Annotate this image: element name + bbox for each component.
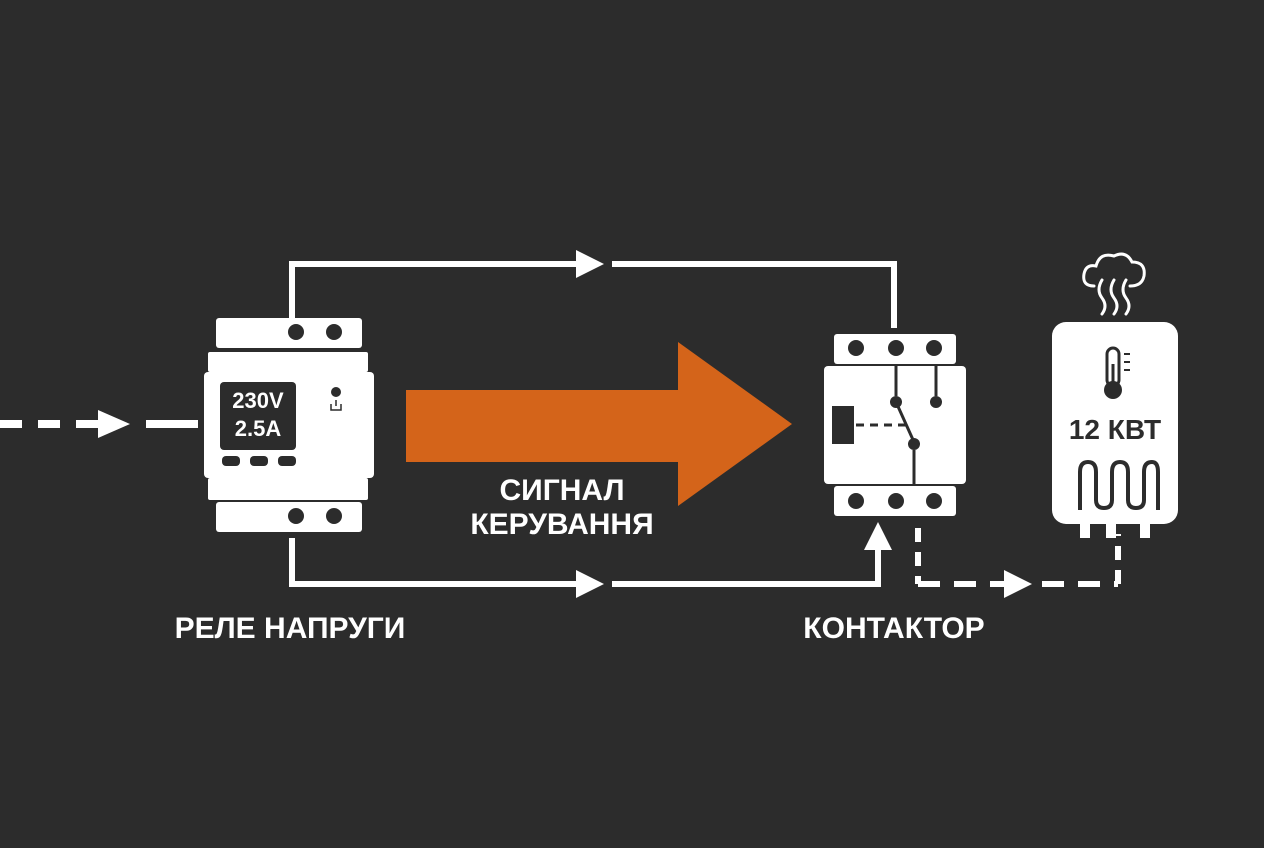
signal-arrow [406,342,792,506]
output-arrowhead [1004,570,1032,598]
contactor-device [824,334,966,516]
bottom-arrowhead [576,570,604,598]
signal-label-line1: СИГНАЛ [499,474,625,507]
bottom-connection [289,522,892,598]
boiler [1052,322,1178,538]
top-connection [289,250,897,328]
relay-display [220,382,296,450]
thermometer-icon [1104,346,1130,399]
signal-label-line2: КЕРУВАННЯ [470,508,654,541]
led-indicator [331,387,341,397]
relay-current-reading: 2.5A [234,416,282,441]
relay-title: РЕЛЕ НАПРУГИ [174,612,406,645]
heating-element-icon [1078,460,1160,510]
boiler-power: 12 КВТ [1068,414,1162,445]
relay-button [278,456,296,466]
top-arrowhead [576,250,604,278]
relay-button [222,456,240,466]
switch-symbol [832,366,942,484]
steam-cloud-icon [1082,252,1146,316]
relay-button [250,456,268,466]
power-button-icon [330,400,342,411]
coil [832,406,854,444]
voltage-relay [204,318,374,532]
relay-voltage-reading: 230V [232,388,284,413]
contactor-title: КОНТАКТОР [803,612,985,645]
input-line [0,410,198,438]
output-line [915,528,1121,598]
bottom-up-arrowhead [864,522,892,550]
input-arrowhead [98,410,130,438]
